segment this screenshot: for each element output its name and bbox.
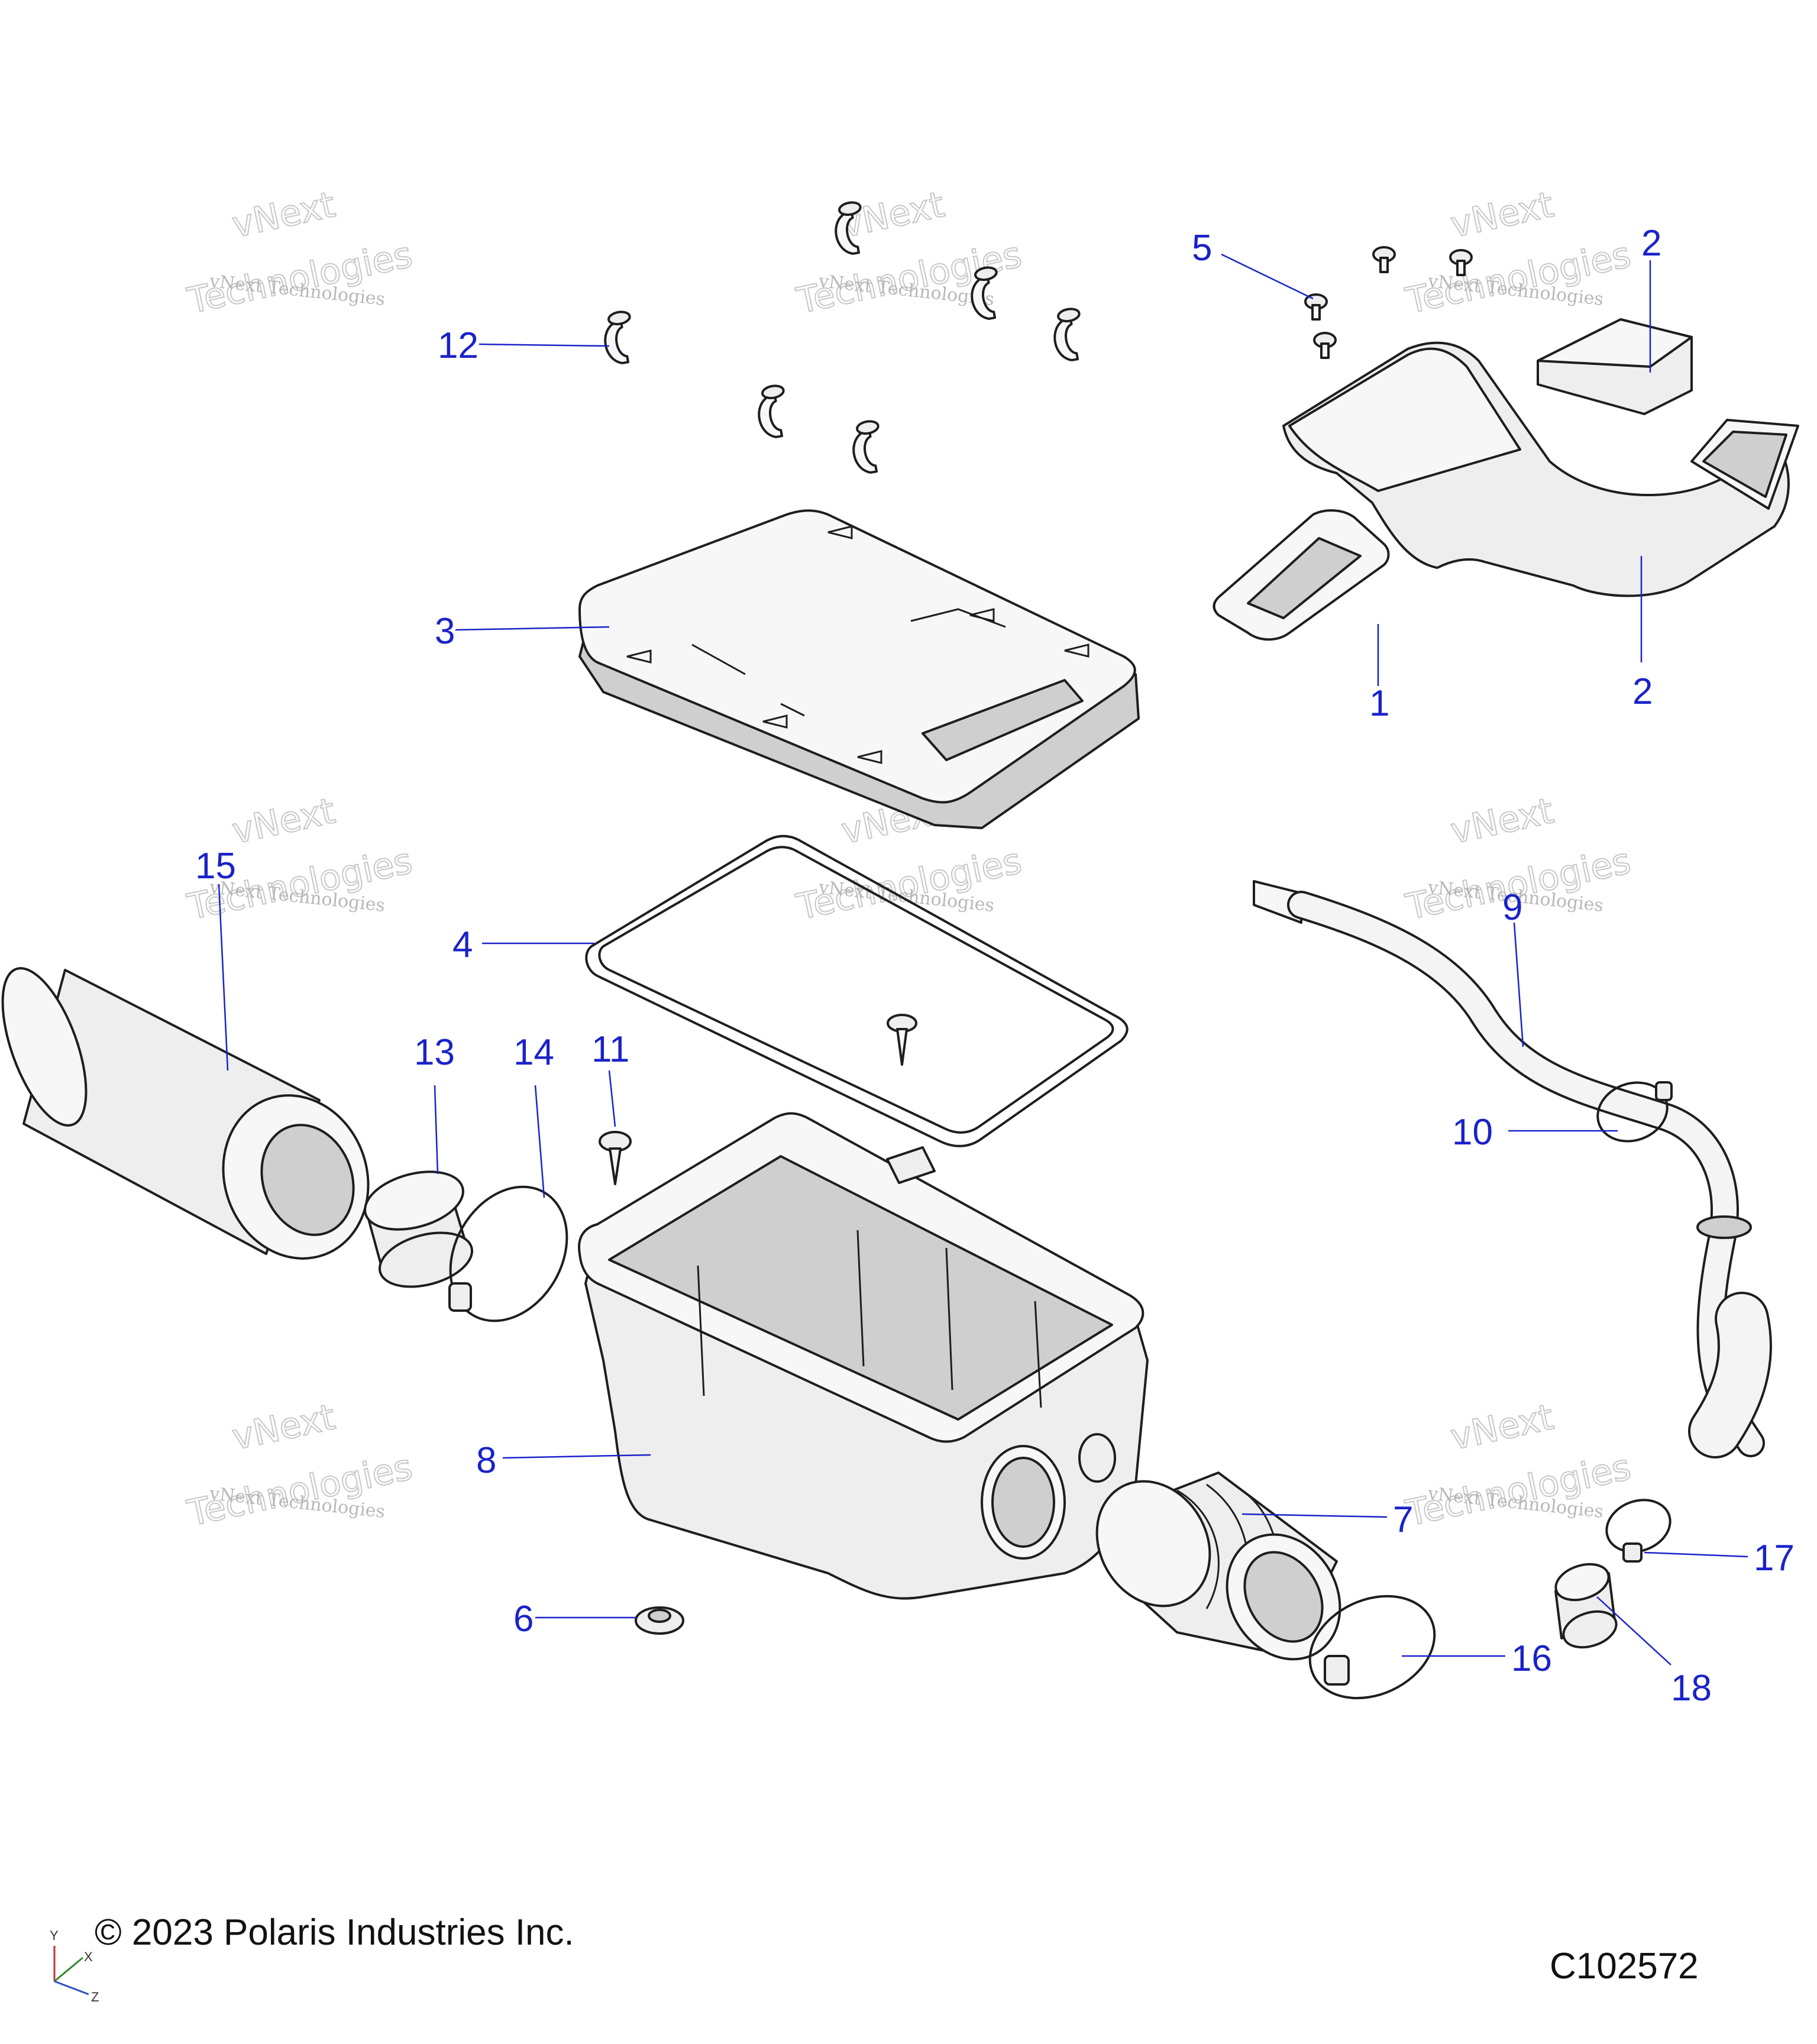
axis-triad: Y X Z bbox=[50, 1928, 99, 2004]
filter-sleeve bbox=[364, 1170, 474, 1288]
airbox-gasket bbox=[585, 835, 1129, 1147]
watermark: vNext Technologies vNext Technologies bbox=[183, 1396, 417, 1535]
leader-line bbox=[1644, 1551, 1748, 1558]
leader-line bbox=[1596, 1596, 1671, 1665]
watermark: vNext Technologies vNext Technologies bbox=[183, 183, 417, 323]
axis-y-label: Y bbox=[50, 1928, 59, 1943]
callout-8[interactable]: 8 bbox=[476, 1440, 496, 1481]
callout-12[interactable]: 12 bbox=[438, 325, 479, 366]
callout-1[interactable]: 1 bbox=[1369, 683, 1389, 724]
leader-line bbox=[608, 1070, 616, 1127]
vent-hose-clamp bbox=[1596, 1081, 1673, 1143]
drawing-number: C102572 bbox=[1550, 1946, 1699, 1987]
air-filter bbox=[1, 967, 370, 1260]
axis-x-label: X bbox=[84, 1949, 93, 1964]
screw-icon bbox=[1304, 293, 1328, 321]
screw-icon bbox=[1449, 249, 1473, 276]
svg-text:vNext: vNext bbox=[1447, 790, 1557, 852]
hose-clamp bbox=[448, 1185, 568, 1322]
callout-13[interactable]: 13 bbox=[414, 1032, 455, 1073]
watermark: vNext Technologies vNext Technologies bbox=[1402, 183, 1635, 323]
clip-icon bbox=[758, 384, 785, 438]
clip-icon bbox=[971, 266, 998, 320]
callout-14[interactable]: 14 bbox=[513, 1032, 554, 1073]
leader-line bbox=[1221, 253, 1314, 300]
leader-line bbox=[502, 1454, 651, 1459]
leader-line bbox=[479, 343, 610, 347]
leader-line bbox=[1241, 1513, 1388, 1518]
bracket-icon bbox=[886, 1146, 936, 1184]
svg-text:vNext: vNext bbox=[229, 1396, 339, 1458]
callout-11[interactable]: 11 bbox=[591, 1029, 629, 1070]
intake-boot bbox=[1095, 1471, 1341, 1661]
callout-10[interactable]: 10 bbox=[1452, 1112, 1493, 1153]
clip-icon bbox=[835, 201, 862, 255]
boot-clamp bbox=[1308, 1595, 1436, 1700]
callout-9[interactable]: 9 bbox=[1502, 887, 1522, 928]
screw-icon bbox=[887, 1014, 917, 1066]
leader-line bbox=[434, 1085, 439, 1175]
airbox bbox=[578, 1112, 1149, 1600]
leader-line bbox=[455, 626, 610, 631]
callout-2-top[interactable]: 2 bbox=[1641, 223, 1661, 264]
vent-hose bbox=[1253, 880, 1772, 1458]
duct-flange bbox=[1213, 509, 1390, 641]
leader-line bbox=[534, 1085, 545, 1198]
watermark: vNext Technologies vNext Technologies bbox=[793, 183, 1026, 323]
svg-text:vNext: vNext bbox=[229, 184, 339, 246]
intake-duct bbox=[1282, 318, 1799, 597]
callout-3[interactable]: 3 bbox=[435, 611, 455, 652]
leader-line bbox=[218, 884, 229, 1071]
small-clamp bbox=[1605, 1499, 1671, 1563]
screw bbox=[599, 1131, 632, 1185]
screw-icon bbox=[1372, 246, 1396, 273]
screw-icon bbox=[1313, 332, 1337, 359]
clip-parts bbox=[604, 201, 1081, 474]
grommet bbox=[635, 1606, 684, 1635]
callout-18[interactable]: 18 bbox=[1671, 1668, 1712, 1709]
callout-16[interactable]: 16 bbox=[1511, 1638, 1552, 1679]
clip-icon bbox=[604, 311, 631, 364]
callout-7[interactable]: 7 bbox=[1393, 1499, 1413, 1540]
clip-icon bbox=[852, 420, 880, 474]
airbox-cover bbox=[578, 509, 1140, 829]
watermark: vNext Technologies vNext Technologies bbox=[1402, 1396, 1635, 1535]
callout-6[interactable]: 6 bbox=[513, 1599, 534, 1639]
leader-line bbox=[1513, 922, 1524, 1047]
callout-15[interactable]: 15 bbox=[195, 846, 236, 887]
foam-pad-icon bbox=[1537, 318, 1693, 415]
callout-5[interactable]: 5 bbox=[1192, 228, 1212, 269]
svg-text:vNext: vNext bbox=[229, 790, 339, 852]
callout-17[interactable]: 17 bbox=[1754, 1538, 1795, 1579]
svg-text:vNext: vNext bbox=[1447, 184, 1557, 246]
callouts: 1 2 2 3 4 5 6 7 8 9 10 11 12 13 14 15 16 bbox=[195, 223, 1795, 1709]
svg-text:vNext: vNext bbox=[838, 184, 948, 246]
copyright-text: © 2023 Polaris Industries Inc. bbox=[95, 1912, 574, 1953]
callout-4[interactable]: 4 bbox=[452, 924, 473, 965]
callout-2-bottom[interactable]: 2 bbox=[1632, 671, 1653, 712]
svg-text:vNext: vNext bbox=[1447, 1396, 1557, 1458]
spacer bbox=[1554, 1563, 1618, 1649]
clip-icon bbox=[1053, 308, 1081, 361]
axis-z-label: Z bbox=[91, 1990, 99, 2004]
